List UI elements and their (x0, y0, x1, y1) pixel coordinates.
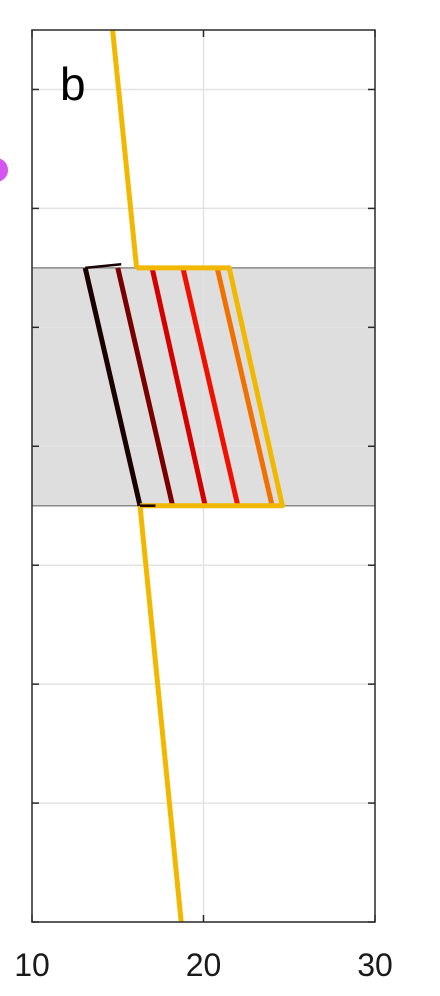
series-line-0 (110, 29, 140, 269)
series-line-5 (180, 267, 241, 507)
x-tick-label-1: 20 (186, 947, 222, 983)
series-line-2 (82, 267, 143, 507)
series-line-8 (85, 263, 122, 270)
tick-layer: 10 20 30 (14, 30, 393, 983)
partial-neighbor-marker (0, 158, 8, 182)
series-layer (82, 29, 285, 923)
series-line-1 (137, 505, 184, 923)
series-line-4 (149, 267, 208, 507)
panel-label: b (60, 58, 86, 110)
series-line-7 (136, 265, 285, 509)
series-line-6 (214, 267, 275, 507)
x-tick-label-0: 10 (14, 947, 50, 983)
x-tick-label-2: 30 (357, 947, 393, 983)
series-line-3 (115, 267, 176, 507)
grid-layer (32, 30, 375, 923)
